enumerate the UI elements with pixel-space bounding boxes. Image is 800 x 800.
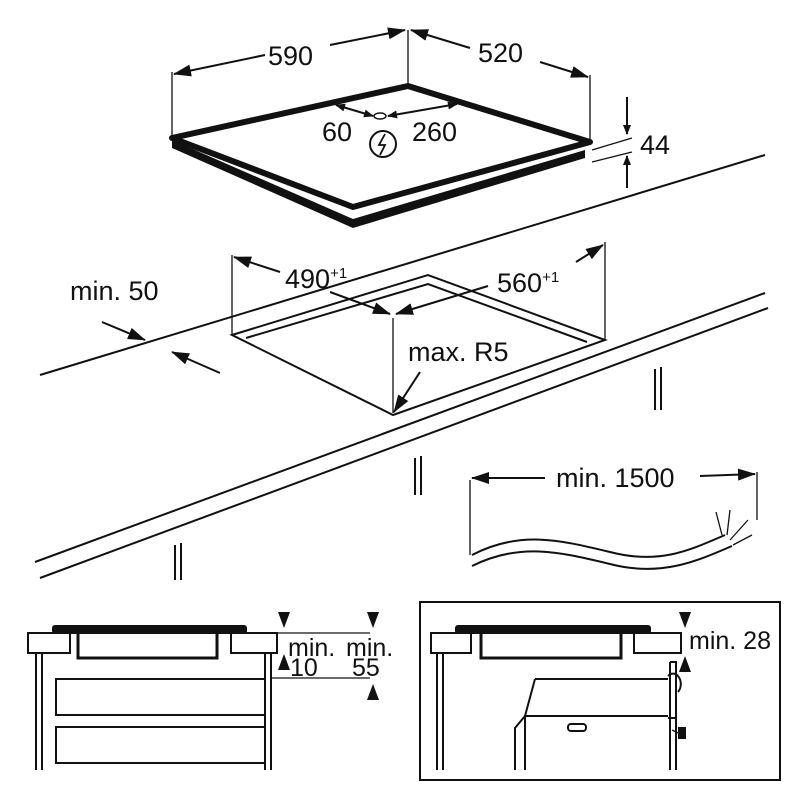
oven-gap-label: min. 28 <box>689 627 771 655</box>
gap-label-2: min. <box>346 634 393 662</box>
connection-offset-left-label: 60 <box>322 117 352 147</box>
hob-drawing: 590 520 60 260 44 <box>169 27 670 228</box>
cutout-depth-label: 560+1 <box>497 268 559 298</box>
gap-label-1: min. <box>288 634 335 662</box>
worktop-drawing: 490+1 560+1 max. R5 min. 50 <box>34 154 769 580</box>
corner-radius-label: max. R5 <box>408 337 509 367</box>
cutout-width-label: 490+1 <box>285 264 347 294</box>
hob-depth-label: 520 <box>478 38 523 68</box>
hob-height-label: 44 <box>640 130 670 160</box>
cable-drawing: min. 1500 <box>469 463 758 570</box>
cable-length-label: min. 1500 <box>556 463 675 493</box>
hob-width-label: 590 <box>268 41 313 71</box>
min-distance-front-label: min. 50 <box>70 276 159 306</box>
gap-value-1: 10 <box>290 654 318 682</box>
electric-connection-icon <box>369 130 397 158</box>
connection-offset-right-label: 260 <box>412 117 457 147</box>
gap-value-2: 55 <box>352 654 380 682</box>
section-oven: min. 28 <box>419 601 781 781</box>
section-drawers: min. 10 min. 55 <box>27 612 393 770</box>
